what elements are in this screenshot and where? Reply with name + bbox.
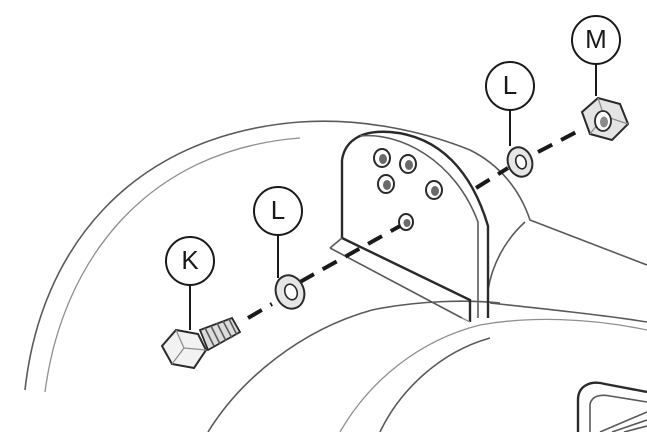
drum-inner-detail (576, 381, 647, 432)
nut-m (580, 96, 630, 142)
callout-l-nut-side-label: L (503, 70, 517, 100)
bracket-hole-4 (425, 180, 443, 200)
bracket-hole-2 (399, 154, 417, 174)
bracket-hole-5 (398, 213, 414, 231)
callout-m-label: M (585, 24, 607, 54)
callout-l-bolt-side: L (253, 186, 303, 278)
drum-housing (24, 120, 647, 432)
bolt-k (160, 316, 242, 370)
bracket-hole-1 (373, 148, 391, 168)
mounting-bracket (329, 130, 490, 323)
washer-l-nut-side (506, 146, 534, 178)
callout-k-label: K (181, 245, 199, 275)
callout-l-nut-side: L (485, 61, 535, 146)
callout-m: M (571, 15, 621, 96)
washer-l-bolt-side (274, 274, 306, 310)
callout-l-bolt-side-label: L (271, 195, 285, 225)
assembly-axis-lines (246, 126, 585, 320)
callout-k: K (165, 236, 215, 330)
bracket-hole-3 (377, 174, 395, 194)
